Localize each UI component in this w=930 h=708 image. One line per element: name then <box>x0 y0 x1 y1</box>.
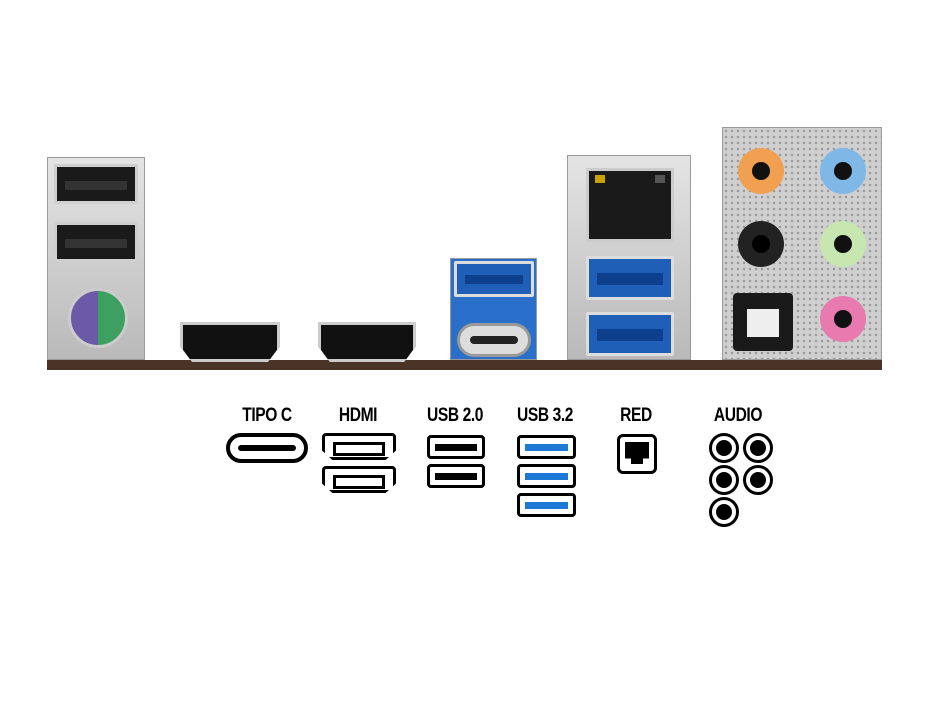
usb3-port <box>586 256 674 300</box>
usb2-ps2-stack <box>47 157 145 360</box>
type-c-port <box>457 323 531 357</box>
hdmi-icon <box>322 466 396 493</box>
audio-panel <box>722 127 882 360</box>
audio-jack-orange <box>738 148 784 194</box>
audio-jack-green <box>820 221 866 267</box>
optical-spdif-port <box>733 293 793 351</box>
audio-jack-blue <box>820 148 866 194</box>
ps2-port <box>68 288 128 348</box>
usb3-typec-stack <box>450 258 537 360</box>
legend-hdmi-label: HDMI <box>338 405 378 426</box>
legend-usb32-label: USB 3.2 <box>516 405 574 426</box>
legend-usb20-label: USB 2.0 <box>426 405 484 426</box>
usb3-port <box>586 312 674 356</box>
usb3-icon <box>517 435 576 459</box>
usb3-icon <box>517 464 576 488</box>
legend-lan-label: RED <box>620 405 652 426</box>
usb3-port <box>454 261 534 297</box>
ethernet-icon <box>617 434 657 474</box>
motherboard-edge <box>47 360 882 370</box>
type-c-icon <box>226 433 308 463</box>
hdmi-port <box>180 322 280 362</box>
hdmi-icon <box>322 433 396 460</box>
hdmi-port <box>318 322 416 362</box>
usb2-icon <box>427 435 485 459</box>
rj45-port <box>586 168 674 242</box>
legend-type-c-label: TIPO C <box>242 405 292 426</box>
usb2-port <box>54 164 138 204</box>
usb2-icon <box>427 464 485 488</box>
lan-usb3-stack <box>567 155 691 360</box>
audio-jack-icon <box>709 497 739 527</box>
legend-audio-label: AUDIO <box>713 405 763 426</box>
audio-jack-black <box>738 221 784 267</box>
audio-jack-icon <box>709 465 739 495</box>
usb2-port <box>54 222 138 262</box>
audio-jack-pink <box>820 296 866 342</box>
audio-jack-icon <box>743 465 773 495</box>
usb3-icon <box>517 493 576 517</box>
audio-jack-icon <box>709 433 739 463</box>
audio-jack-icon <box>743 433 773 463</box>
